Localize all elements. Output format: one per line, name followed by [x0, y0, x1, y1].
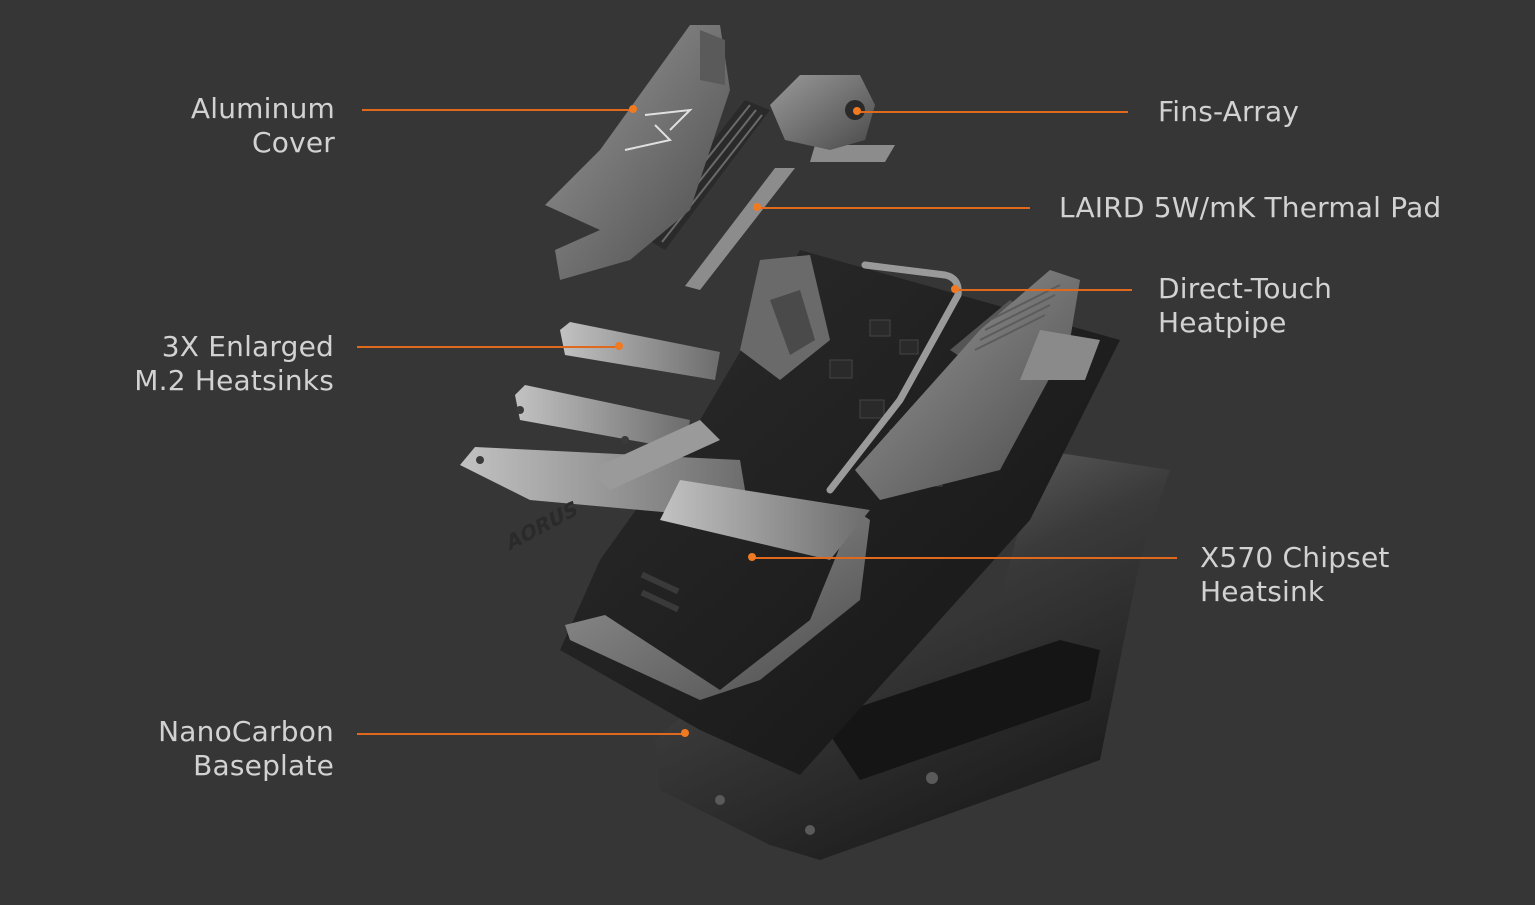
callout-line: Cover — [252, 126, 335, 159]
callout-direct-touch-heatpipe: Direct-Touch Heatpipe — [1158, 272, 1332, 340]
aluminum-cover-leader-dot — [629, 105, 637, 113]
aluminum-cover-shape — [545, 25, 730, 280]
m2-heatsinks-leader-dot — [615, 342, 623, 350]
callout-fins-array: Fins-Array — [1158, 95, 1299, 129]
callout-line: Heatpipe — [1158, 306, 1287, 339]
vrm-heatsink-shape — [855, 270, 1100, 500]
aluminum-cover-leader-line — [362, 109, 633, 111]
direct-touch-heatpipe-leader-dot — [951, 285, 959, 293]
callout-m2-heatsinks: 3X Enlarged M.2 Heatsinks — [134, 330, 334, 398]
nanocarbon-baseplate-leader-line — [357, 733, 685, 735]
chipset-heatsink-leader-dot — [748, 553, 756, 561]
m2-heatsinks-leader-line — [357, 346, 619, 348]
callout-line: LAIRD 5W/mK Thermal Pad — [1059, 191, 1442, 224]
callout-line: Heatsink — [1200, 575, 1325, 608]
fins-array-leader-dot — [853, 107, 861, 115]
callout-chipset-heatsink: X570 Chipset Heatsink — [1200, 541, 1390, 609]
callout-line: Aluminum — [190, 92, 335, 125]
callout-line: X570 Chipset — [1200, 541, 1390, 574]
thermal-pad-leader-line — [757, 207, 1030, 209]
direct-touch-heatpipe-shape — [826, 261, 962, 494]
callout-line: M.2 Heatsinks — [134, 364, 334, 397]
callout-line: Baseplate — [193, 749, 334, 782]
callout-thermal-pad: LAIRD 5W/mK Thermal Pad — [1059, 191, 1441, 225]
chipset-heatsink-leader-line — [752, 557, 1177, 559]
thermal-pad-leader-dot — [753, 203, 761, 211]
nanocarbon-baseplate-leader-dot — [681, 729, 689, 737]
fins-array-leader-line — [857, 111, 1128, 113]
callout-line: 3X Enlarged — [161, 330, 334, 363]
direct-touch-heatpipe-leader-line — [955, 289, 1132, 291]
callout-nanocarbon-baseplate: NanoCarbon Baseplate — [158, 715, 334, 783]
aorus-logo-text: AORUS — [505, 495, 580, 556]
callout-aluminum-cover: Aluminum Cover — [191, 92, 335, 160]
callout-line: NanoCarbon — [158, 715, 334, 748]
callout-line: Direct-Touch — [1158, 272, 1333, 305]
callout-line: Fins-Array — [1158, 95, 1300, 128]
